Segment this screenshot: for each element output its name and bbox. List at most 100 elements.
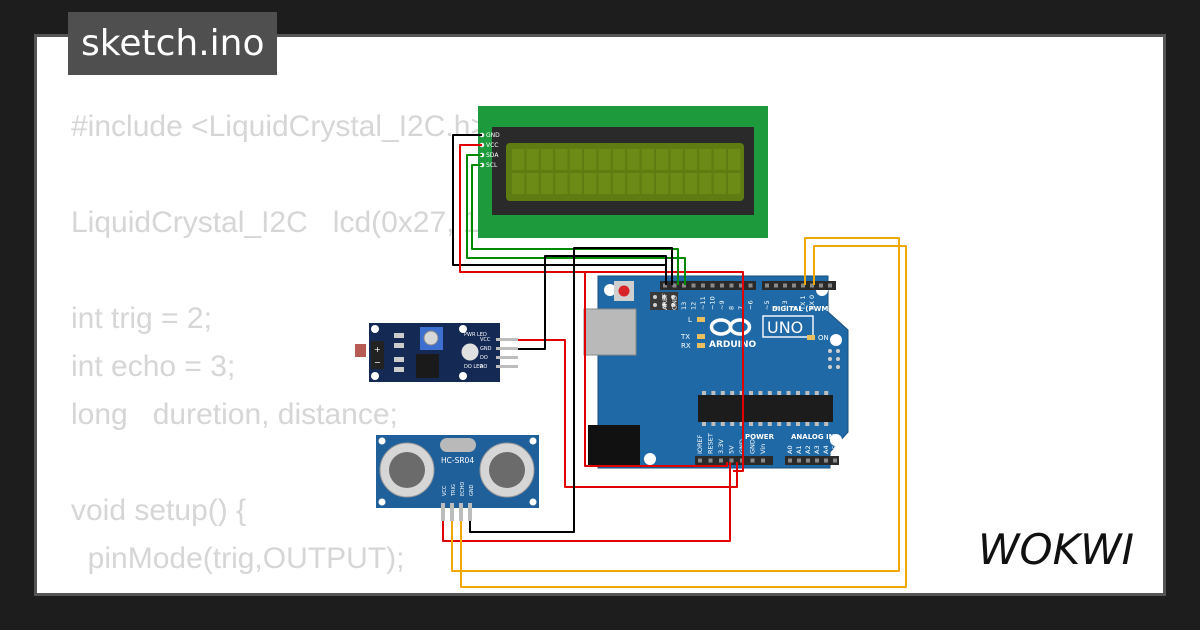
header-pin[interactable] (729, 283, 734, 288)
header-pin[interactable] (698, 458, 702, 463)
top-pin-label: 12 (690, 302, 698, 310)
header-pin[interactable] (828, 283, 832, 288)
header-pin[interactable] (783, 283, 787, 288)
file-tab[interactable]: sketch.ino (68, 12, 278, 75)
top-pin-label: ~5 (763, 300, 771, 310)
lcd-display[interactable]: GND VCC SDA SCL (478, 106, 768, 238)
ultrasonic-sensor[interactable]: HC-SR04 VCC TRIG ECHO GND (376, 435, 539, 521)
lcd-cell (584, 149, 597, 170)
led-on-label: ON (818, 334, 829, 342)
chip-pin (786, 422, 791, 426)
lcd-pin-gnd: GND (486, 132, 500, 139)
header-pin[interactable] (810, 283, 814, 288)
atmega-chip (698, 395, 833, 422)
comparator-chip (416, 354, 439, 378)
top-pin-label: 2 (790, 306, 798, 310)
header-pin[interactable] (815, 458, 819, 463)
top-pin-label: 7 (737, 306, 745, 310)
code-preview: #include <LiquidCrystal_I2C.h> LiquidCry… (71, 110, 548, 593)
ldr-plus-mark: + (374, 345, 381, 354)
top-pin-label: 13 (680, 302, 688, 310)
wire-ldr-gnd[interactable] (518, 255, 667, 350)
header-pin[interactable] (729, 458, 734, 463)
header-pin[interactable] (663, 283, 667, 288)
wire-5v-bus[interactable] (584, 272, 728, 467)
power-pin-label: GND (749, 439, 757, 454)
photoresistor-module[interactable]: + − PWR LED DO LED VCC GND DO AO (355, 323, 518, 382)
wire-us-trig[interactable] (451, 237, 900, 572)
do-led-label: DO LED (464, 364, 483, 370)
led-l-label: L (688, 316, 692, 324)
chip-pin (730, 422, 735, 426)
header-pin[interactable] (710, 283, 715, 288)
us-pin-vcc: VCC (442, 485, 448, 496)
chip-pin (758, 422, 763, 426)
header-pin[interactable] (792, 283, 796, 288)
crystal-oscillator (440, 438, 476, 452)
header-pin[interactable] (774, 283, 778, 288)
header-pin[interactable] (824, 458, 828, 463)
header-pin[interactable] (708, 458, 713, 463)
power-header-label: POWER (745, 433, 775, 441)
header-pin[interactable] (672, 283, 677, 288)
header-pin[interactable] (801, 283, 805, 288)
chip-pin (720, 391, 725, 395)
lcd-cell (684, 149, 698, 170)
wire-lcd-scl[interactable] (471, 164, 679, 285)
top-pin-label: GND (671, 295, 679, 310)
header-pin[interactable] (691, 283, 696, 288)
header-pin[interactable] (719, 458, 723, 463)
header-pin[interactable] (833, 458, 837, 463)
header-pin[interactable] (701, 283, 705, 288)
svg-text:WOKWI: WOKWI (978, 525, 1134, 574)
digital-header-low (762, 281, 836, 290)
wire-us-vcc[interactable] (442, 462, 731, 542)
lcd-cell (598, 149, 611, 170)
ldr-pin-ao: AO (480, 364, 487, 370)
header-pin[interactable] (720, 283, 724, 288)
header-pin[interactable] (739, 283, 743, 288)
chip-pin (758, 391, 763, 395)
header-pin[interactable] (819, 283, 823, 288)
header-pin[interactable] (797, 458, 801, 463)
wire-us-gnd[interactable] (469, 247, 673, 533)
lcd-cell (728, 149, 741, 170)
header-pin[interactable] (748, 283, 753, 288)
lcd-cell (512, 173, 525, 194)
header-pin[interactable] (682, 283, 686, 288)
header-pin[interactable] (750, 458, 755, 463)
top-pin-label: ~11 (699, 296, 707, 310)
chip-pin (805, 422, 810, 426)
reset-button-cap (618, 285, 630, 297)
header-pin[interactable] (761, 458, 765, 463)
header-pin[interactable] (788, 458, 792, 463)
digital-header-high (660, 281, 756, 290)
chip-pin (739, 422, 744, 426)
usb-connector (583, 308, 637, 356)
lcd-cell (526, 149, 539, 170)
wire-ldr-vcc[interactable] (518, 339, 738, 488)
chip-pin (814, 422, 819, 426)
chip-pin (702, 422, 706, 426)
chip-pin (796, 391, 800, 395)
lcd-cell (555, 173, 568, 194)
wire-lcd-sda[interactable] (466, 154, 686, 285)
header-pin[interactable] (806, 458, 810, 463)
wokwi-logo: WOKWI (978, 525, 1134, 574)
us-pin-trig: TRIG (451, 484, 457, 497)
lcd-cell (641, 173, 654, 194)
header-pin[interactable] (765, 283, 769, 288)
power-pin-label: 3.3V (717, 439, 725, 454)
lcd-cell (641, 149, 654, 170)
wire-us-echo[interactable] (460, 245, 907, 588)
wire-lcd-vcc[interactable] (459, 144, 744, 472)
chip-pin (814, 391, 819, 395)
lcd-cell (670, 173, 683, 194)
lcd-cell (656, 149, 669, 170)
top-pin-label: ~10 (709, 296, 717, 310)
ldr-terminal (371, 341, 384, 369)
lcd-character-grid (512, 149, 741, 194)
chip-pin (777, 422, 782, 426)
ldr-pin-do: DO (480, 355, 488, 361)
